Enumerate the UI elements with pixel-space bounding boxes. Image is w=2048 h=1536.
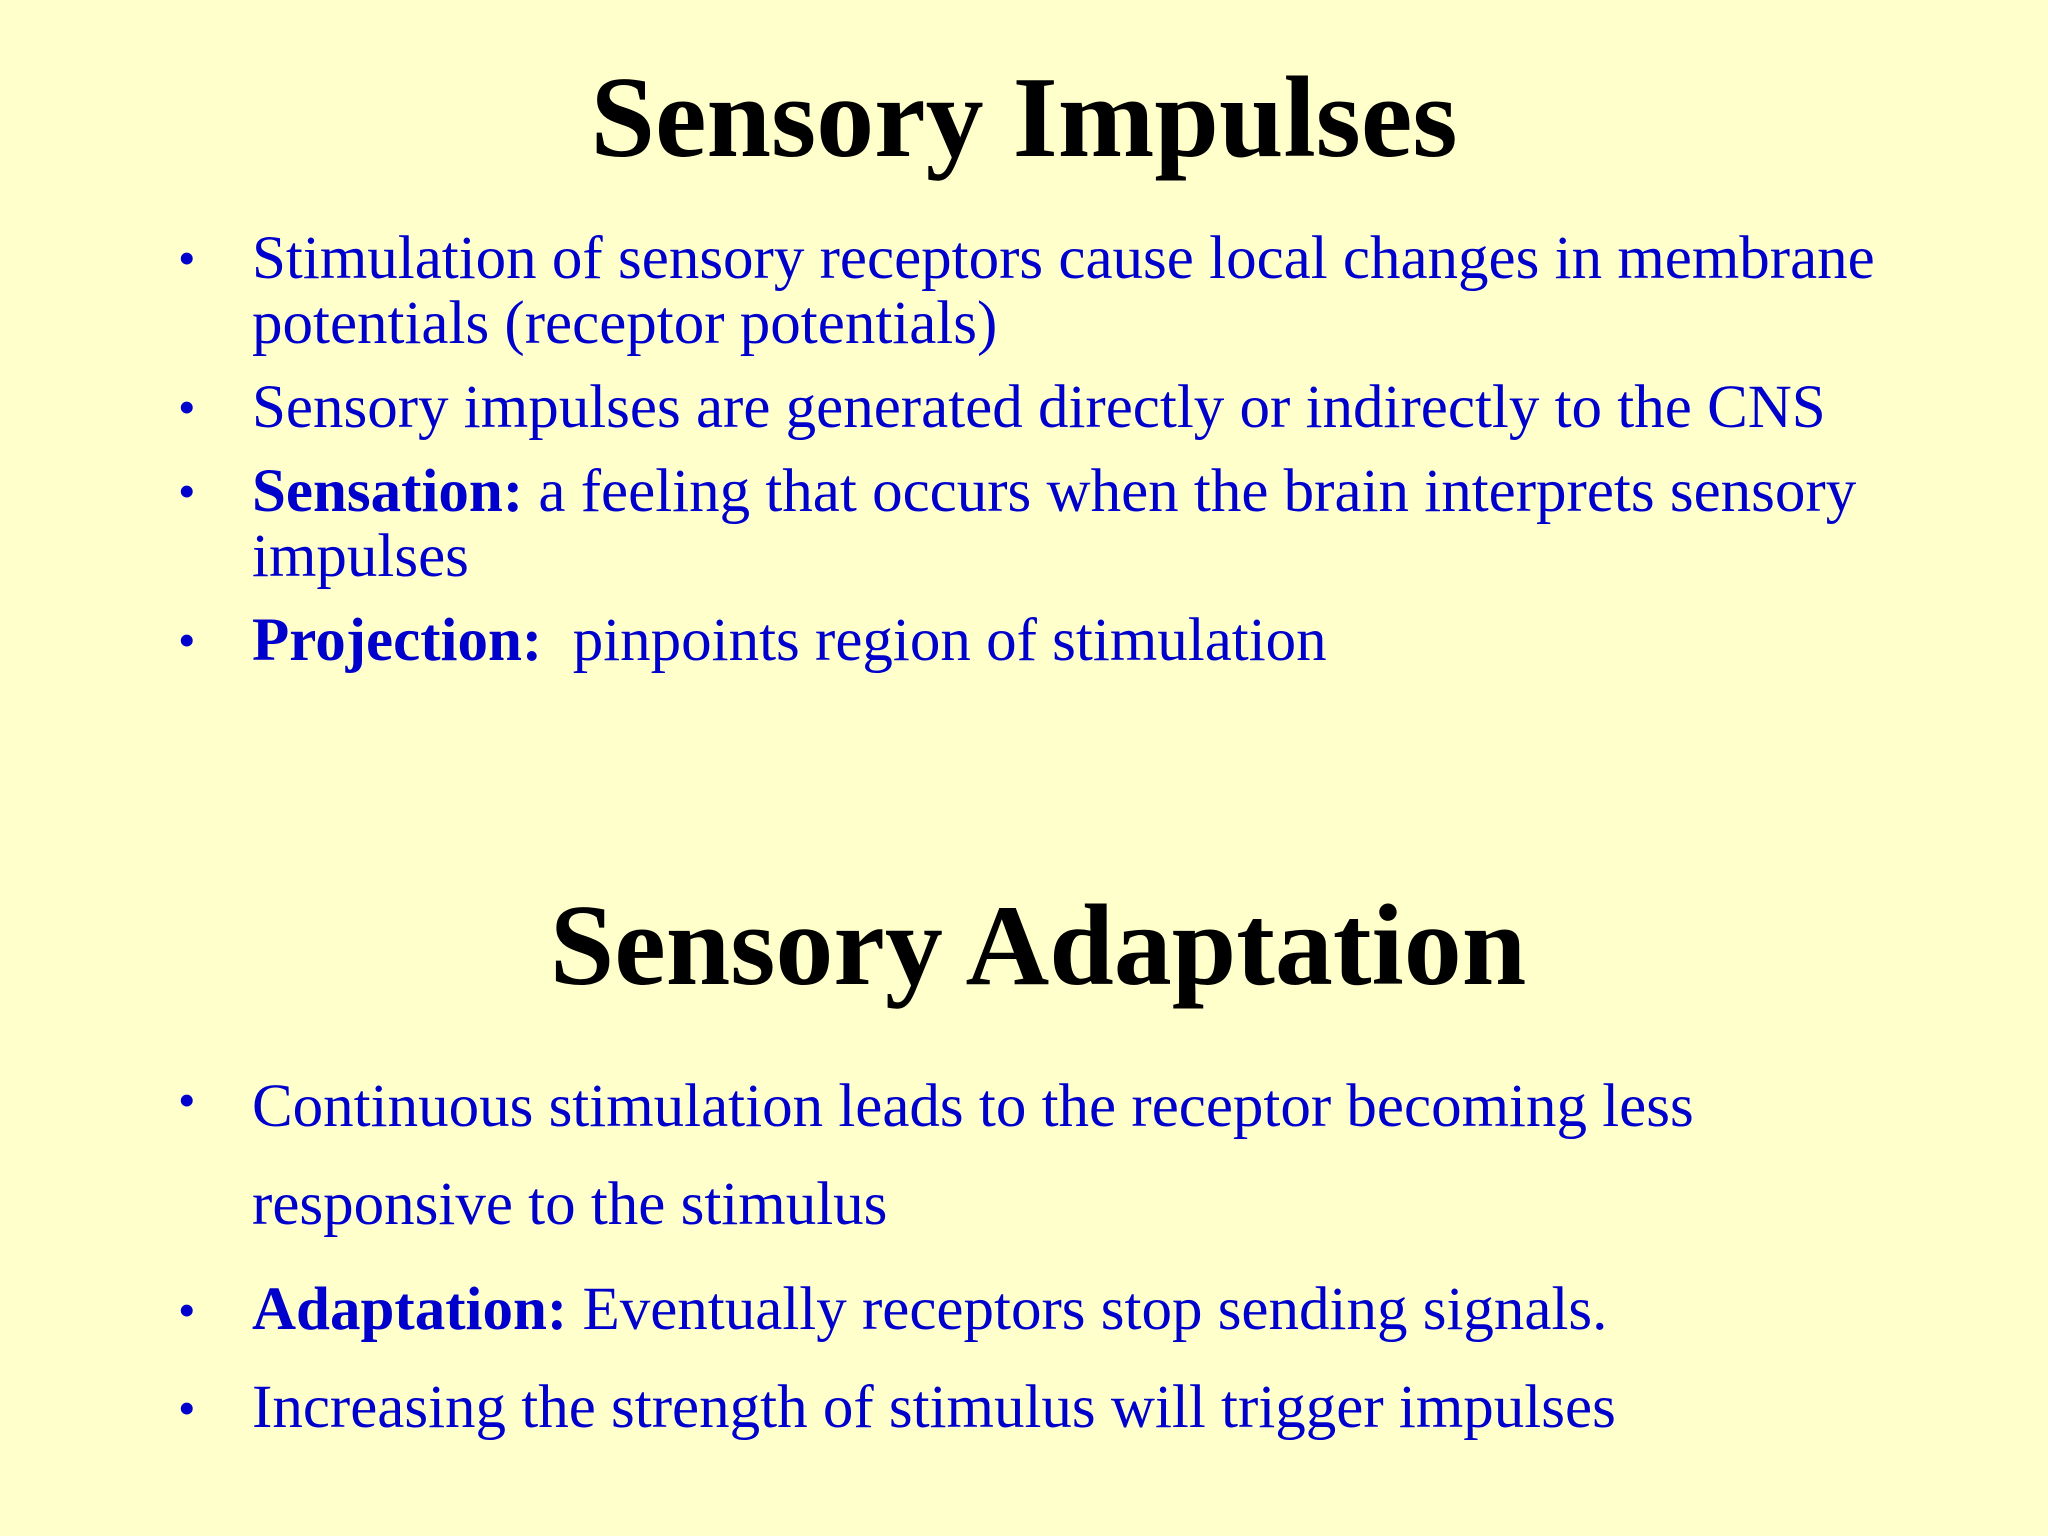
section-title-sensory-adaptation: Sensory Adaptation: [549, 882, 1527, 1010]
bullet-text: Continuous stimulation leads to the rece…: [252, 1073, 1694, 1238]
bullet-dot-icon: •: [178, 379, 196, 435]
bullet-term: Sensation:: [252, 458, 524, 525]
bullet-item: • Sensory impulses are generated directl…: [0, 375, 2048, 440]
bullet-dot-icon: •: [178, 1072, 196, 1128]
bullet-dot-icon: •: [178, 612, 196, 668]
bullet-item: • Sensation: a feeling that occurs when …: [0, 459, 2048, 589]
bullet-item: • Continuous stimulation leads to the re…: [0, 1058, 2048, 1254]
bullet-dot-icon: •: [178, 1380, 196, 1436]
bullet-text: Increasing the strength of stimulus will…: [252, 1374, 1616, 1441]
bullet-term: Projection:: [252, 607, 543, 674]
bullet-text: Stimulation of sensory receptors cause l…: [252, 225, 1875, 357]
bullet-text: Eventually receptors stop sending signal…: [567, 1276, 1608, 1343]
bullet-dot-icon: •: [178, 463, 196, 519]
section-title-sensory-impulses: Sensory Impulses: [590, 54, 1458, 182]
bullet-dot-icon: •: [178, 1282, 196, 1338]
bullet-item: • Increasing the strength of stimulus wi…: [0, 1366, 2048, 1450]
bullet-text: Sensory impulses are generated directly …: [252, 374, 1826, 441]
bullet-list-sensory-impulses: • Stimulation of sensory receptors cause…: [0, 226, 2048, 692]
bullet-item: • Projection: pinpoints region of stimul…: [0, 608, 2048, 673]
bullet-item: • Stimulation of sensory receptors cause…: [0, 226, 2048, 356]
bullet-list-sensory-adaptation: • Continuous stimulation leads to the re…: [0, 1058, 2048, 1464]
bullet-text: a feeling that occurs when the brain int…: [252, 458, 1872, 590]
bullet-text: pinpoints region of stimulation: [542, 607, 1327, 674]
bullet-term: Adaptation:: [252, 1276, 568, 1343]
bullet-item: • Adaptation: Eventually receptors stop …: [0, 1268, 2048, 1352]
bullet-dot-icon: •: [178, 230, 196, 286]
